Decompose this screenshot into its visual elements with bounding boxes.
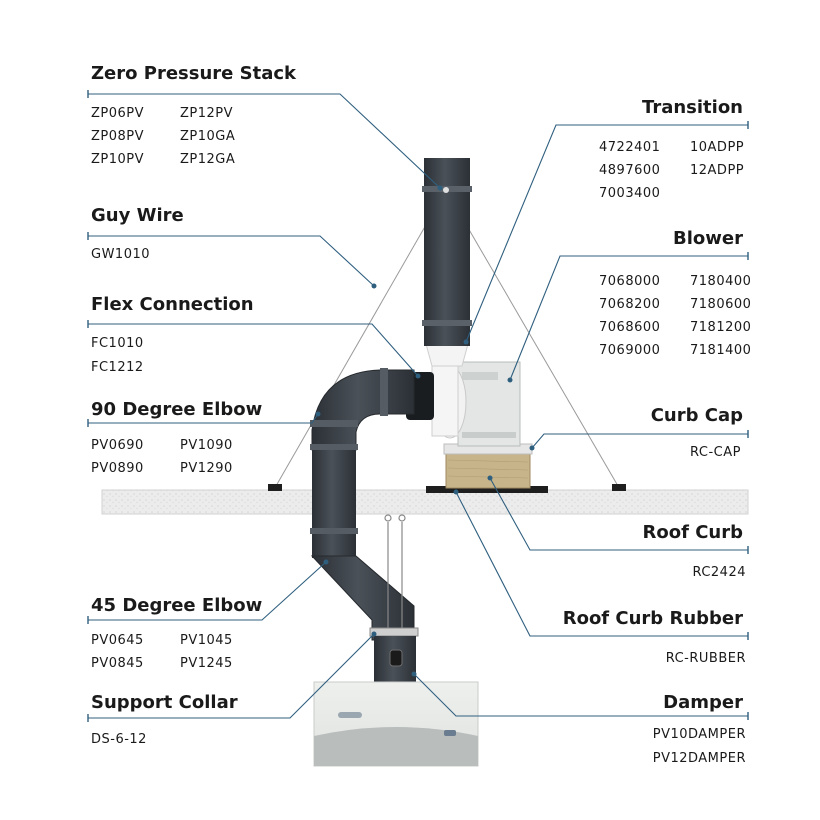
elbow-45-code: PV0645 (91, 633, 144, 648)
zero-pressure-stack-code: ZP08PV (91, 129, 145, 144)
zero-pressure-stack-code: ZP12PV (180, 106, 234, 121)
elbow-90-code: PV0890 (91, 461, 144, 476)
guy-wire-title: Guy Wire (91, 205, 184, 226)
transition-code: 10ADPP (690, 140, 745, 155)
elbow-45-code: PV1045 (180, 633, 233, 648)
roof-deck (101, 489, 749, 515)
blower-code: 7068600 (599, 320, 661, 335)
blower-code: 7181200 (690, 320, 752, 335)
elbow-45-title: 45 Degree Elbow (91, 595, 263, 616)
zero-pressure-stack-title: Zero Pressure Stack (91, 63, 296, 84)
zero-pressure-stack-code: ZP10GA (180, 129, 236, 144)
elbow-90 (311, 369, 415, 451)
flex-connection-title: Flex Connection (91, 294, 254, 315)
elbow-90-title: 90 Degree Elbow (91, 399, 263, 420)
blower-title: Blower (673, 228, 743, 249)
roof-curb-title: Roof Curb (642, 522, 743, 543)
guy-wire-ring (443, 187, 449, 193)
transition-code: 4897600 (599, 163, 661, 178)
blower-code: 7068000 (599, 274, 661, 289)
roof-curb-code: RC2424 (692, 565, 746, 580)
transition-code: 12ADPP (690, 163, 745, 178)
roof-penetration-pipe (312, 448, 356, 558)
blower-code: 7180400 (690, 274, 752, 289)
fume-hood-badge (444, 730, 456, 736)
roof-curb-rubber-code: RC-RUBBER (665, 651, 746, 666)
blower-code: 7069000 (599, 343, 661, 358)
flex-connection-code: FC1010 (91, 336, 144, 351)
blower-code: 7180600 (690, 297, 752, 312)
roof-curb-rubber-plate (426, 486, 548, 493)
damper-code: PV10DAMPER (652, 727, 746, 742)
leader-end-ticks (87, 90, 749, 722)
support-collar-code: DS-6-12 (91, 732, 147, 747)
transition-code: 4722401 (599, 140, 661, 155)
transition (425, 343, 469, 367)
zero-pressure-stack-code: ZP12GA (180, 152, 236, 167)
support-collar-title: Support Collar (91, 692, 238, 713)
elbow-90-code: PV1090 (180, 438, 233, 453)
fume-hood-logo (338, 712, 362, 718)
damper-code: PV12DAMPER (652, 751, 746, 766)
blower-code: 7181400 (690, 343, 752, 358)
guy-wires (275, 189, 619, 487)
roof-curb-rubber-title: Roof Curb Rubber (562, 608, 743, 629)
elbow-45-code: PV1245 (180, 656, 233, 671)
guy-wire-code: GW1010 (91, 247, 151, 262)
damper-title: Damper (663, 692, 743, 713)
elbow-90-code: PV0690 (91, 438, 144, 453)
curb-cap-code: RC-CAP (690, 445, 741, 460)
guy-wire-anchor-left (268, 484, 282, 491)
curb-cap-title: Curb Cap (650, 405, 743, 426)
damper-handle (389, 649, 403, 667)
transition-code: 7003400 (599, 186, 661, 201)
elbow-45 (310, 555, 415, 641)
zero-pressure-stack-code: ZP10PV (91, 152, 145, 167)
elbow-45-code: PV0845 (91, 656, 144, 671)
zero-pressure-stack-code: ZP06PV (91, 106, 145, 121)
support-collar (369, 627, 419, 637)
elbow-90-code: PV1290 (180, 461, 233, 476)
leader-lines (88, 93, 748, 719)
leader-end-dots (315, 185, 535, 677)
guy-wire-anchor-right (612, 484, 626, 491)
flex-connection-code: FC1212 (91, 360, 144, 375)
blower-code: 7068200 (599, 297, 661, 312)
support-hangers (384, 514, 406, 634)
transition-title: Transition (642, 97, 743, 118)
